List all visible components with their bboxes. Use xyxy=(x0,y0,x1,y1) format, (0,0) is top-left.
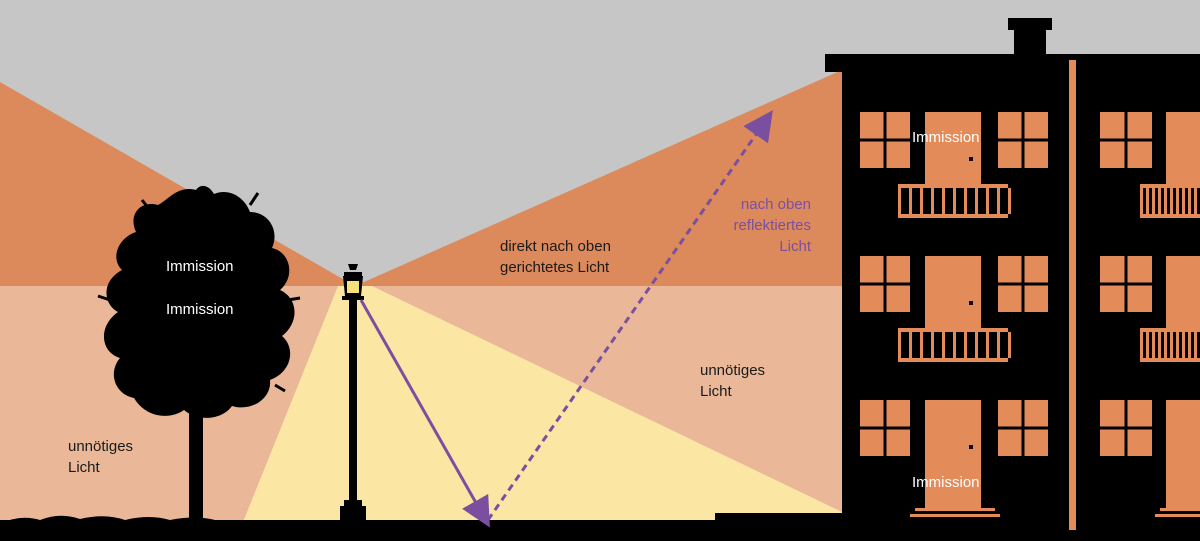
tree-icon xyxy=(97,185,301,522)
ground-shrubs xyxy=(0,515,240,541)
door xyxy=(1166,112,1200,184)
door xyxy=(925,256,981,328)
reflected-light-arrow xyxy=(486,110,773,521)
door xyxy=(1166,400,1200,510)
useful-light-cone xyxy=(243,286,842,522)
immission-house-label-top: Immission xyxy=(912,129,980,146)
door xyxy=(925,400,981,510)
door xyxy=(1166,256,1200,328)
direct-light-arrow xyxy=(359,299,490,528)
ground xyxy=(0,520,1200,541)
balcony-railing xyxy=(898,184,1008,188)
balcony-railing xyxy=(1140,184,1200,188)
immission-tree-label-2: Immission xyxy=(166,301,234,318)
apartment-building-icon xyxy=(825,18,1200,530)
balcony-railing xyxy=(1140,328,1200,332)
immission-house-label-bottom: Immission xyxy=(912,474,980,491)
unnecessary-left-label: unnötiges Licht xyxy=(68,438,134,476)
upward-light-right xyxy=(355,70,842,286)
street-lamp-icon xyxy=(340,264,366,522)
curb xyxy=(715,513,845,523)
reflected-up-label: nach oben reflektiertes Licht xyxy=(733,196,811,255)
door xyxy=(925,112,981,184)
direct-up-label: direkt nach oben gerichtetes Licht xyxy=(500,238,611,276)
immission-tree-label-1: Immission xyxy=(166,258,234,275)
balcony-railing xyxy=(898,328,1008,332)
unnecessary-right-label: unnötiges Licht xyxy=(700,362,766,400)
